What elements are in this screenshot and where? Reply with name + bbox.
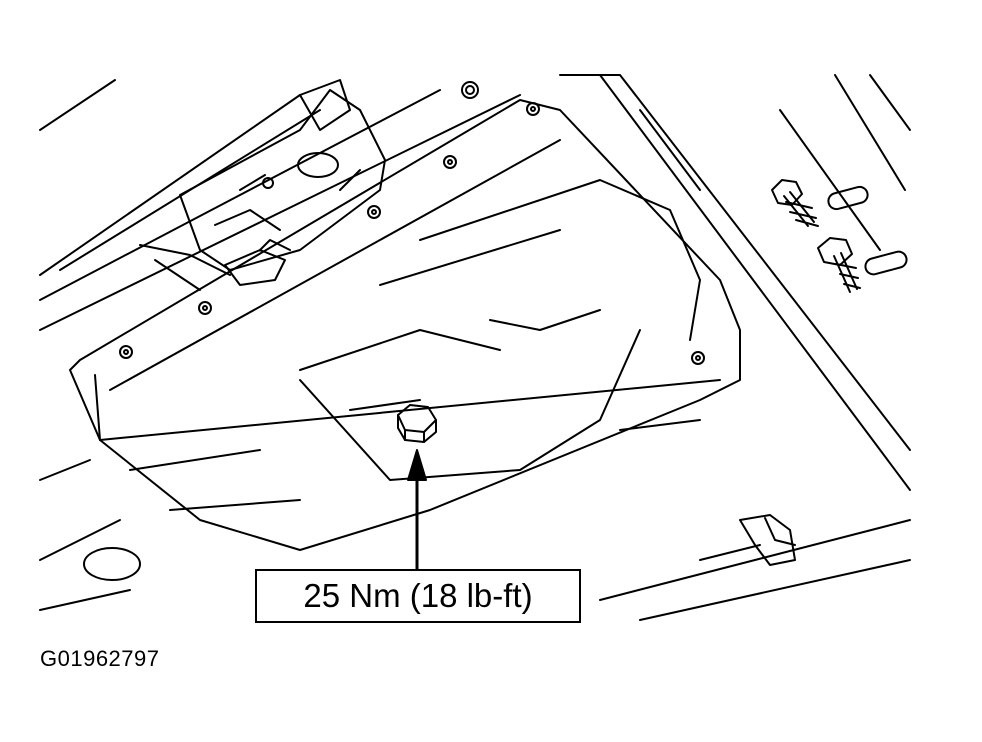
detached-bolts [771, 179, 908, 293]
torque-spec-callout: 25 Nm (18 lb-ft) [255, 569, 581, 623]
figure-id-label: G01962797 [40, 646, 160, 671]
vehicle-frame-lines [39, 74, 911, 621]
body-access-hole [83, 547, 141, 581]
transmission-oil-pan [69, 99, 741, 551]
valve-body-assembly [139, 79, 386, 291]
drain-plug [397, 404, 437, 443]
mounting-bracket [739, 514, 796, 566]
pan-bolts [119, 81, 705, 365]
leader-arrow [407, 449, 427, 571]
